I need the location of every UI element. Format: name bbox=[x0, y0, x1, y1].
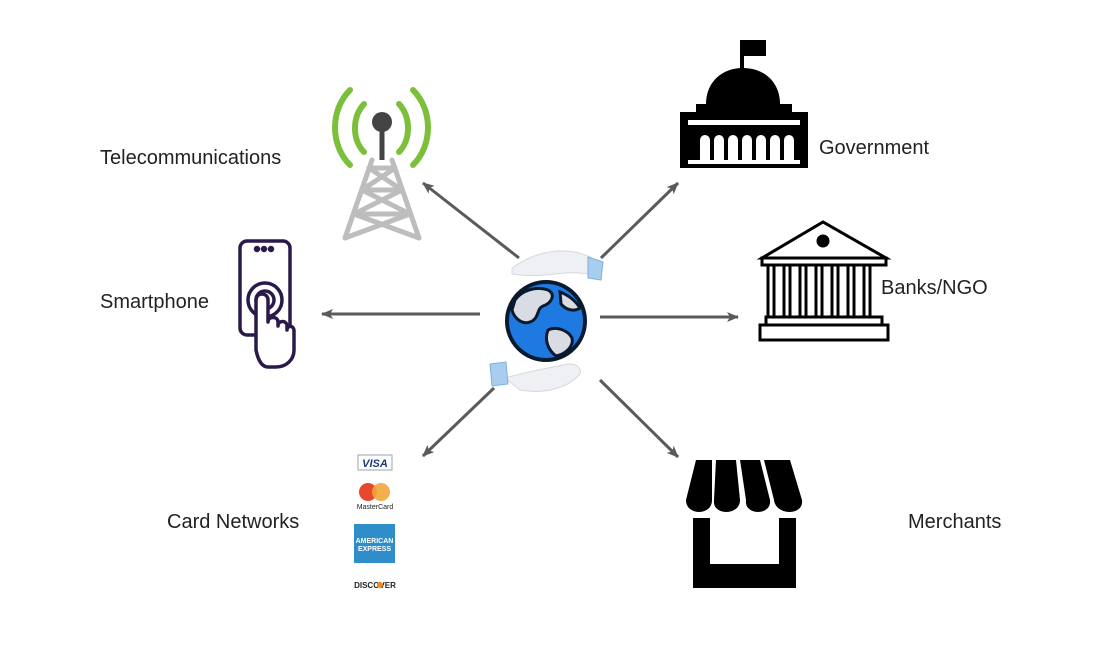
mastercard-card: MasterCard bbox=[357, 483, 394, 511]
label-telecommunications: Telecommunications bbox=[100, 147, 282, 169]
label-banks-ngo: Banks/NGO bbox=[881, 277, 988, 299]
label-card-networks: Card Networks bbox=[167, 511, 300, 533]
arrow-to-merchants bbox=[598, 378, 680, 459]
mastercard-text: MasterCard bbox=[357, 504, 394, 511]
storefront-icon bbox=[686, 460, 803, 588]
label-smartphone: Smartphone bbox=[100, 291, 209, 313]
bank-building-icon bbox=[756, 220, 892, 342]
globe-in-hands-icon bbox=[489, 250, 604, 392]
discover-text: DISCOVER bbox=[354, 581, 396, 590]
visa-card: VISA bbox=[357, 454, 393, 471]
label-merchants: Merchants bbox=[908, 511, 1002, 533]
amex-text-line1: AMERICAN bbox=[356, 538, 394, 545]
visa-text: VISA bbox=[362, 458, 388, 470]
smartphone-touch-icon bbox=[238, 239, 296, 369]
discover-card: DISCOVER bbox=[354, 581, 396, 590]
arrow-to-card-networks bbox=[421, 386, 496, 458]
capitol-building-icon bbox=[680, 40, 808, 168]
card-networks-logos: VISA MasterCard AMERICAN EXPRESS DISCOVE… bbox=[354, 454, 396, 590]
arrow-to-government bbox=[599, 181, 680, 260]
radio-tower-icon bbox=[332, 87, 431, 241]
amex-text-line2: EXPRESS bbox=[358, 546, 391, 553]
arrow-to-telecommunications bbox=[422, 181, 520, 260]
label-government: Government bbox=[819, 137, 930, 159]
connector-arrows bbox=[321, 181, 739, 459]
amex-card: AMERICAN EXPRESS bbox=[354, 524, 395, 563]
